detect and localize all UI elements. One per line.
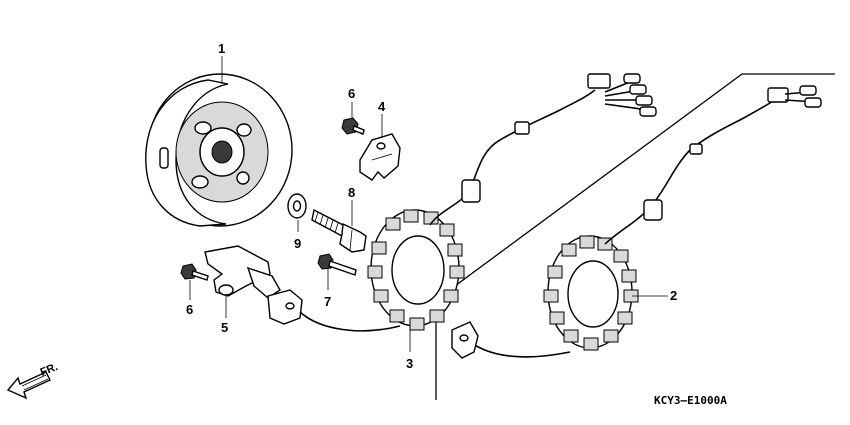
- front-direction-arrow-icon: FR.: [6, 361, 60, 400]
- callout-3: 3: [406, 356, 413, 371]
- callout-8: 8: [348, 185, 355, 200]
- bolt-upper: [341, 117, 365, 135]
- callout-6-upper: 6: [348, 86, 355, 101]
- stator-harness: [299, 73, 657, 332]
- callout-5: 5: [221, 320, 228, 335]
- pulse-generator-bracket: [204, 245, 303, 325]
- front-direction-label: FR.: [39, 361, 60, 379]
- callout-6-lower: 6: [186, 302, 193, 317]
- alternate-part-frame: [435, 73, 835, 400]
- wire-clamp-bracket: [359, 133, 401, 181]
- bolt-seven: [317, 253, 357, 276]
- stator-coil-alternate: [543, 235, 639, 351]
- bolt-lower: [180, 263, 209, 281]
- leader-lines: [189, 56, 668, 352]
- drawing-code: KCY3–E1000A: [654, 394, 727, 407]
- flywheel-bolt: [311, 208, 367, 253]
- callout-7: 7: [324, 294, 331, 309]
- stator-harness-alternate: [451, 85, 822, 359]
- callout-2: 2: [670, 288, 677, 303]
- callout-9: 9: [294, 236, 301, 251]
- stator-coil: [367, 209, 465, 331]
- callout-1: 1: [218, 41, 225, 56]
- washer: [287, 193, 307, 219]
- flywheel: [145, 73, 293, 227]
- callout-labels: 1 2 3 4 5 6 6 7 8 9: [186, 41, 677, 371]
- callout-4: 4: [378, 99, 386, 114]
